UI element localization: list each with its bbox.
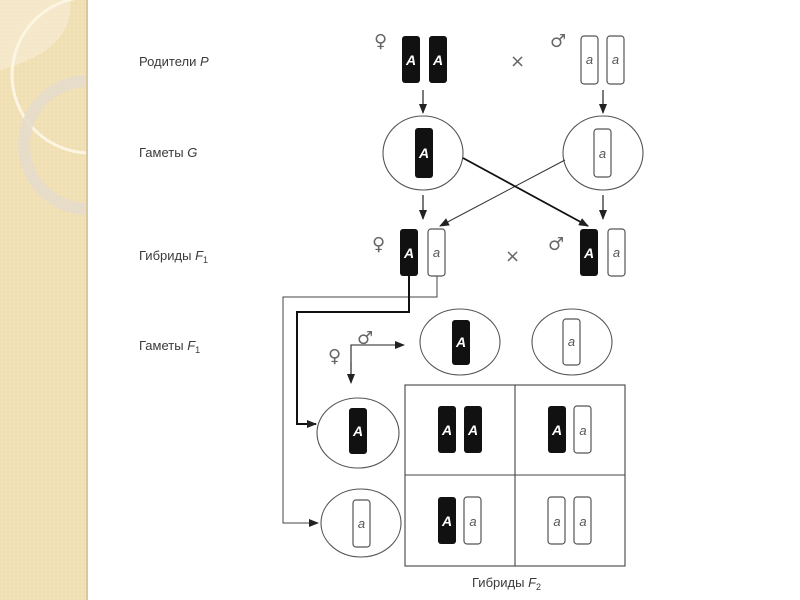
parent-female-chromosome-2: A — [429, 36, 447, 83]
allele-label: a — [579, 423, 586, 438]
gamete-f1-male-symbol-icon: ♂ — [357, 328, 373, 349]
male-symbol-icon: ♂ — [550, 31, 566, 52]
f1-female-chromosome-dominant: A — [400, 229, 418, 276]
chromosome-dominant — [548, 406, 566, 453]
f1-male-gamete-a: a — [531, 308, 613, 376]
svg-text:a: a — [358, 516, 365, 531]
svg-text:A: A — [418, 145, 429, 161]
svg-text:a: a — [612, 52, 619, 67]
label-hybrids-f1: Гибриды F1 — [139, 248, 208, 265]
allele-label: A — [441, 422, 452, 438]
chromosome-dominant — [464, 406, 482, 453]
svg-text:A: A — [405, 52, 416, 68]
cross-symbol-icon: × — [510, 51, 525, 72]
label-hybrids-f2: Гибриды F2 — [472, 575, 541, 592]
svg-text:a: a — [568, 334, 575, 349]
allele-label: a — [579, 514, 586, 529]
f1-male-chromosome-recessive: a — [607, 228, 626, 277]
svg-text:a: a — [433, 245, 440, 260]
label-gametes-g: Гаметы G — [139, 145, 197, 160]
svg-text:a: a — [599, 146, 606, 161]
connector-recessive-to-female-gamete-a — [282, 276, 438, 527]
slide-sidebar-decoration — [0, 0, 88, 600]
f1-female-gamete-A: A — [316, 397, 400, 469]
connector-dominant-to-female-gamete-A — [296, 276, 410, 428]
arrow-male-gamete-to-female-f1 — [439, 159, 566, 227]
svg-text:a: a — [613, 245, 620, 260]
svg-text:A: A — [455, 334, 466, 350]
decorative-circles-icon — [0, 0, 86, 215]
arrow-male-gametes-direction — [350, 341, 405, 380]
label-gametes-f1: Гаметы F1 — [139, 338, 200, 355]
chromosome-recessive — [547, 496, 566, 545]
svg-text:A: A — [583, 245, 594, 261]
chromosome-recessive — [573, 405, 592, 454]
arrow-female-gamete-to-male-f1 — [462, 157, 589, 227]
parent-female-chromosome-1: A — [402, 36, 420, 83]
f1-female-chromosome-recessive: a — [427, 228, 446, 277]
f1-male-symbol-icon: ♂ — [548, 234, 564, 255]
gamete-g-male: a — [562, 115, 644, 191]
f1-cross-symbol-icon: × — [505, 246, 520, 267]
chromosome-recessive — [463, 496, 482, 545]
allele-label: A — [551, 422, 562, 438]
svg-text:A: A — [352, 423, 363, 439]
allele-label: A — [467, 422, 478, 438]
parent-male-chromosome-2: a — [606, 35, 625, 85]
chromosome-dominant — [438, 497, 456, 544]
f1-male-gamete-A: A — [419, 308, 501, 376]
gamete-g-female: A — [382, 115, 464, 191]
svg-text:a: a — [586, 52, 593, 67]
chromosome-dominant — [438, 406, 456, 453]
allele-label: a — [469, 514, 476, 529]
f1-female-gamete-a: a — [320, 488, 402, 558]
punnett-square — [404, 384, 626, 567]
svg-text:A: A — [432, 52, 443, 68]
gamete-f1-female-symbol-icon: ♀ — [328, 346, 341, 367]
svg-text:A: A — [403, 245, 414, 261]
chromosome-recessive — [573, 496, 592, 545]
parent-male-chromosome-1: a — [580, 35, 599, 85]
f1-female-symbol-icon: ♀ — [372, 234, 385, 255]
label-parents-p: Родители P — [139, 54, 209, 69]
allele-label: a — [553, 514, 560, 529]
female-symbol-icon: ♀ — [374, 31, 387, 52]
f1-male-chromosome-dominant: A — [580, 229, 598, 276]
allele-label: A — [441, 513, 452, 529]
